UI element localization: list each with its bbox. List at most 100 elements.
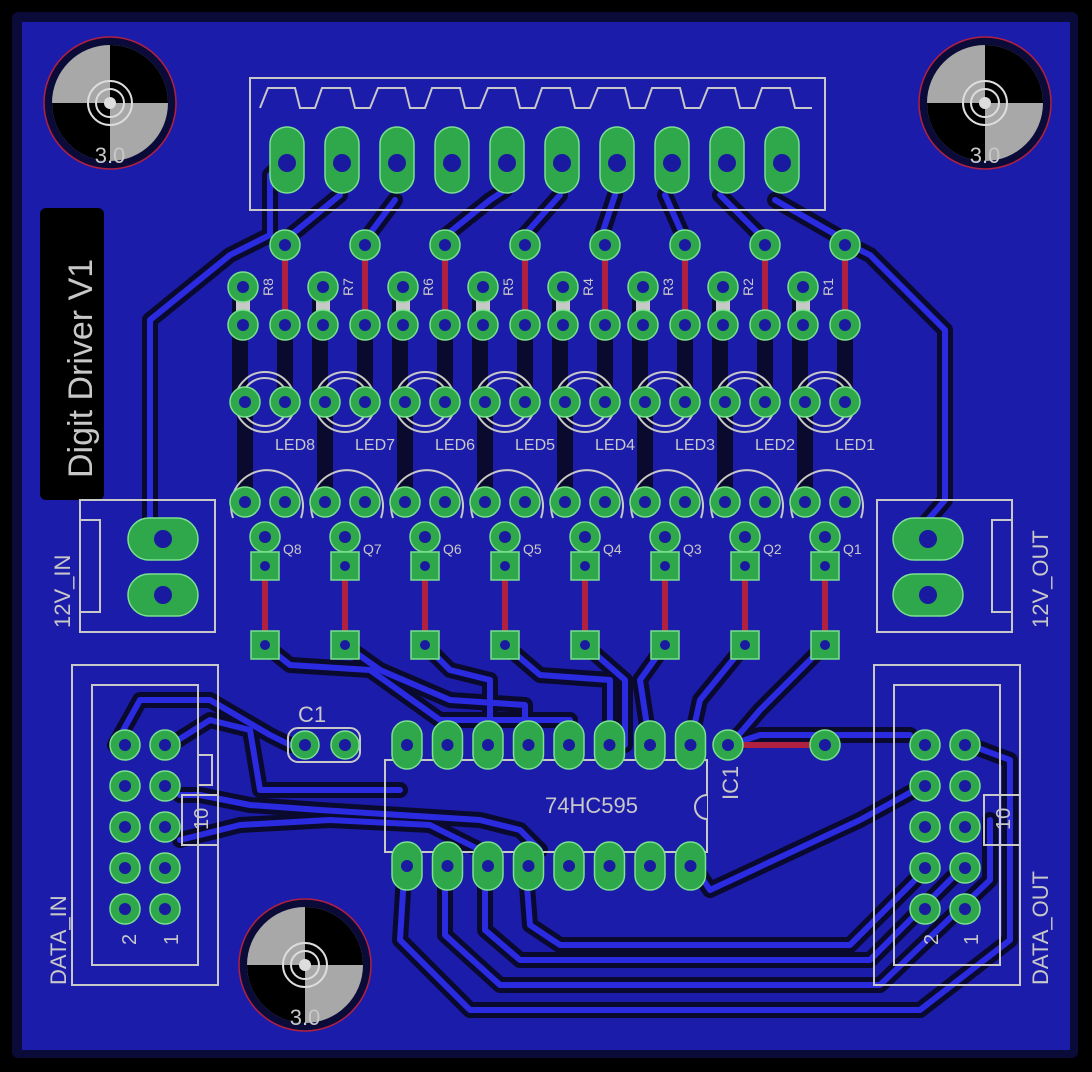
transistor: Q2 (709, 469, 784, 557)
ic-pin (553, 720, 585, 770)
ic-pin (512, 841, 545, 891)
connector-pin (599, 126, 635, 194)
led-ref: LED2 (755, 437, 795, 454)
base-pads (810, 551, 840, 660)
header-pin (909, 893, 941, 925)
transistor-ref: Q7 (363, 541, 382, 557)
connector-pin (379, 126, 415, 194)
capacitor-ref: C1 (298, 702, 326, 727)
resistor: R3 (627, 271, 701, 341)
transistor: Q4 (549, 469, 624, 557)
ic-pin (553, 841, 585, 891)
resistor: R5 (467, 271, 541, 341)
base-pads (250, 551, 280, 660)
header-pin (949, 852, 981, 884)
ic-pin (593, 841, 626, 891)
base-pads (410, 551, 440, 660)
mounting-hole-label: 3.0 (290, 1005, 321, 1030)
led-ref: LED3 (675, 437, 715, 454)
header-pin (949, 729, 981, 761)
mounting-hole-bottom: 3.0 (238, 898, 372, 1032)
board-title: Digit Driver V1 (62, 259, 100, 478)
header-pin (909, 729, 941, 761)
header-pin (109, 852, 141, 884)
power-out-connector: 12V_OUT (876, 499, 1053, 633)
connector-pin (654, 126, 690, 194)
transistor: Q1 (789, 469, 864, 557)
power-in-connector: 12V_IN (50, 499, 216, 633)
ic-ref: IC1 (718, 766, 743, 800)
header-pin-10: 10 (191, 808, 213, 830)
header-pin-2: 2 (921, 934, 943, 945)
ic-pin (634, 841, 666, 891)
header-pin-10: 10 (993, 808, 1015, 830)
connector-pin (434, 126, 470, 194)
led-ref: LED4 (595, 437, 635, 454)
header-pin (949, 893, 981, 925)
header-pin (949, 770, 981, 802)
header-pin (149, 852, 181, 884)
led-ref: LED1 (835, 437, 875, 454)
resistor-ref: R7 (340, 278, 356, 296)
header-pin (909, 770, 941, 802)
resistor-ref: R1 (820, 278, 836, 296)
led: LED1 (789, 371, 875, 454)
resistor-ref: R8 (260, 278, 276, 296)
via-pads (712, 729, 841, 761)
mounting-hole-label: 3.0 (970, 143, 1001, 168)
base-pads (570, 551, 600, 660)
mounting-hole-label: 3.0 (95, 143, 126, 168)
header-pin (149, 811, 181, 843)
led: LED3 (629, 371, 715, 454)
transistor-ref: Q8 (283, 541, 302, 557)
resistor-ref: R5 (500, 278, 516, 296)
led-ref: LED8 (275, 437, 315, 454)
led: LED2 (709, 371, 795, 454)
header-pin (149, 893, 181, 925)
power-in-label: 12V_IN (50, 555, 75, 628)
resistor: R6 (387, 271, 461, 341)
header-pin (109, 729, 141, 761)
transistor: Q7 (309, 469, 384, 557)
resistor-ref: R2 (740, 278, 756, 296)
ic-pin (431, 720, 464, 770)
header-pin (909, 811, 941, 843)
led: LED5 (469, 371, 555, 454)
transistor-ref: Q1 (843, 541, 862, 557)
transistor: Q8 (229, 469, 304, 557)
led: LED8 (229, 371, 315, 454)
data-in-header: 10 2 1 DATA_IN (46, 664, 219, 986)
ic-pin (391, 841, 423, 891)
base-pads (330, 551, 360, 660)
mounting-hole-top-left: 3.0 (43, 36, 177, 170)
data-out-header: 10 2 1 DATA_OUT (873, 664, 1053, 986)
resistor: R8 (227, 271, 301, 341)
header-pin-2: 2 (119, 934, 141, 945)
ic-pin (512, 720, 545, 770)
header-pin (909, 852, 941, 884)
resistor: R7 (307, 271, 381, 341)
header-pin (109, 770, 141, 802)
header-pin (109, 893, 141, 925)
transistor-ref: Q3 (683, 541, 702, 557)
ic-pin (593, 720, 626, 770)
header-pin-1: 1 (161, 934, 183, 945)
connector-pin (709, 126, 745, 194)
header-pin (149, 770, 181, 802)
led: LED7 (309, 371, 395, 454)
ic-pin (431, 841, 464, 891)
header-pin (149, 729, 181, 761)
connector-pin (269, 126, 305, 194)
resistor-ref: R4 (580, 278, 596, 296)
connector-pin (324, 126, 360, 194)
board-title-plate: Digit Driver V1 (40, 208, 104, 500)
resistor: R1 (787, 271, 861, 341)
power-out-label: 12V_OUT (1028, 530, 1053, 628)
base-pads (490, 551, 520, 660)
